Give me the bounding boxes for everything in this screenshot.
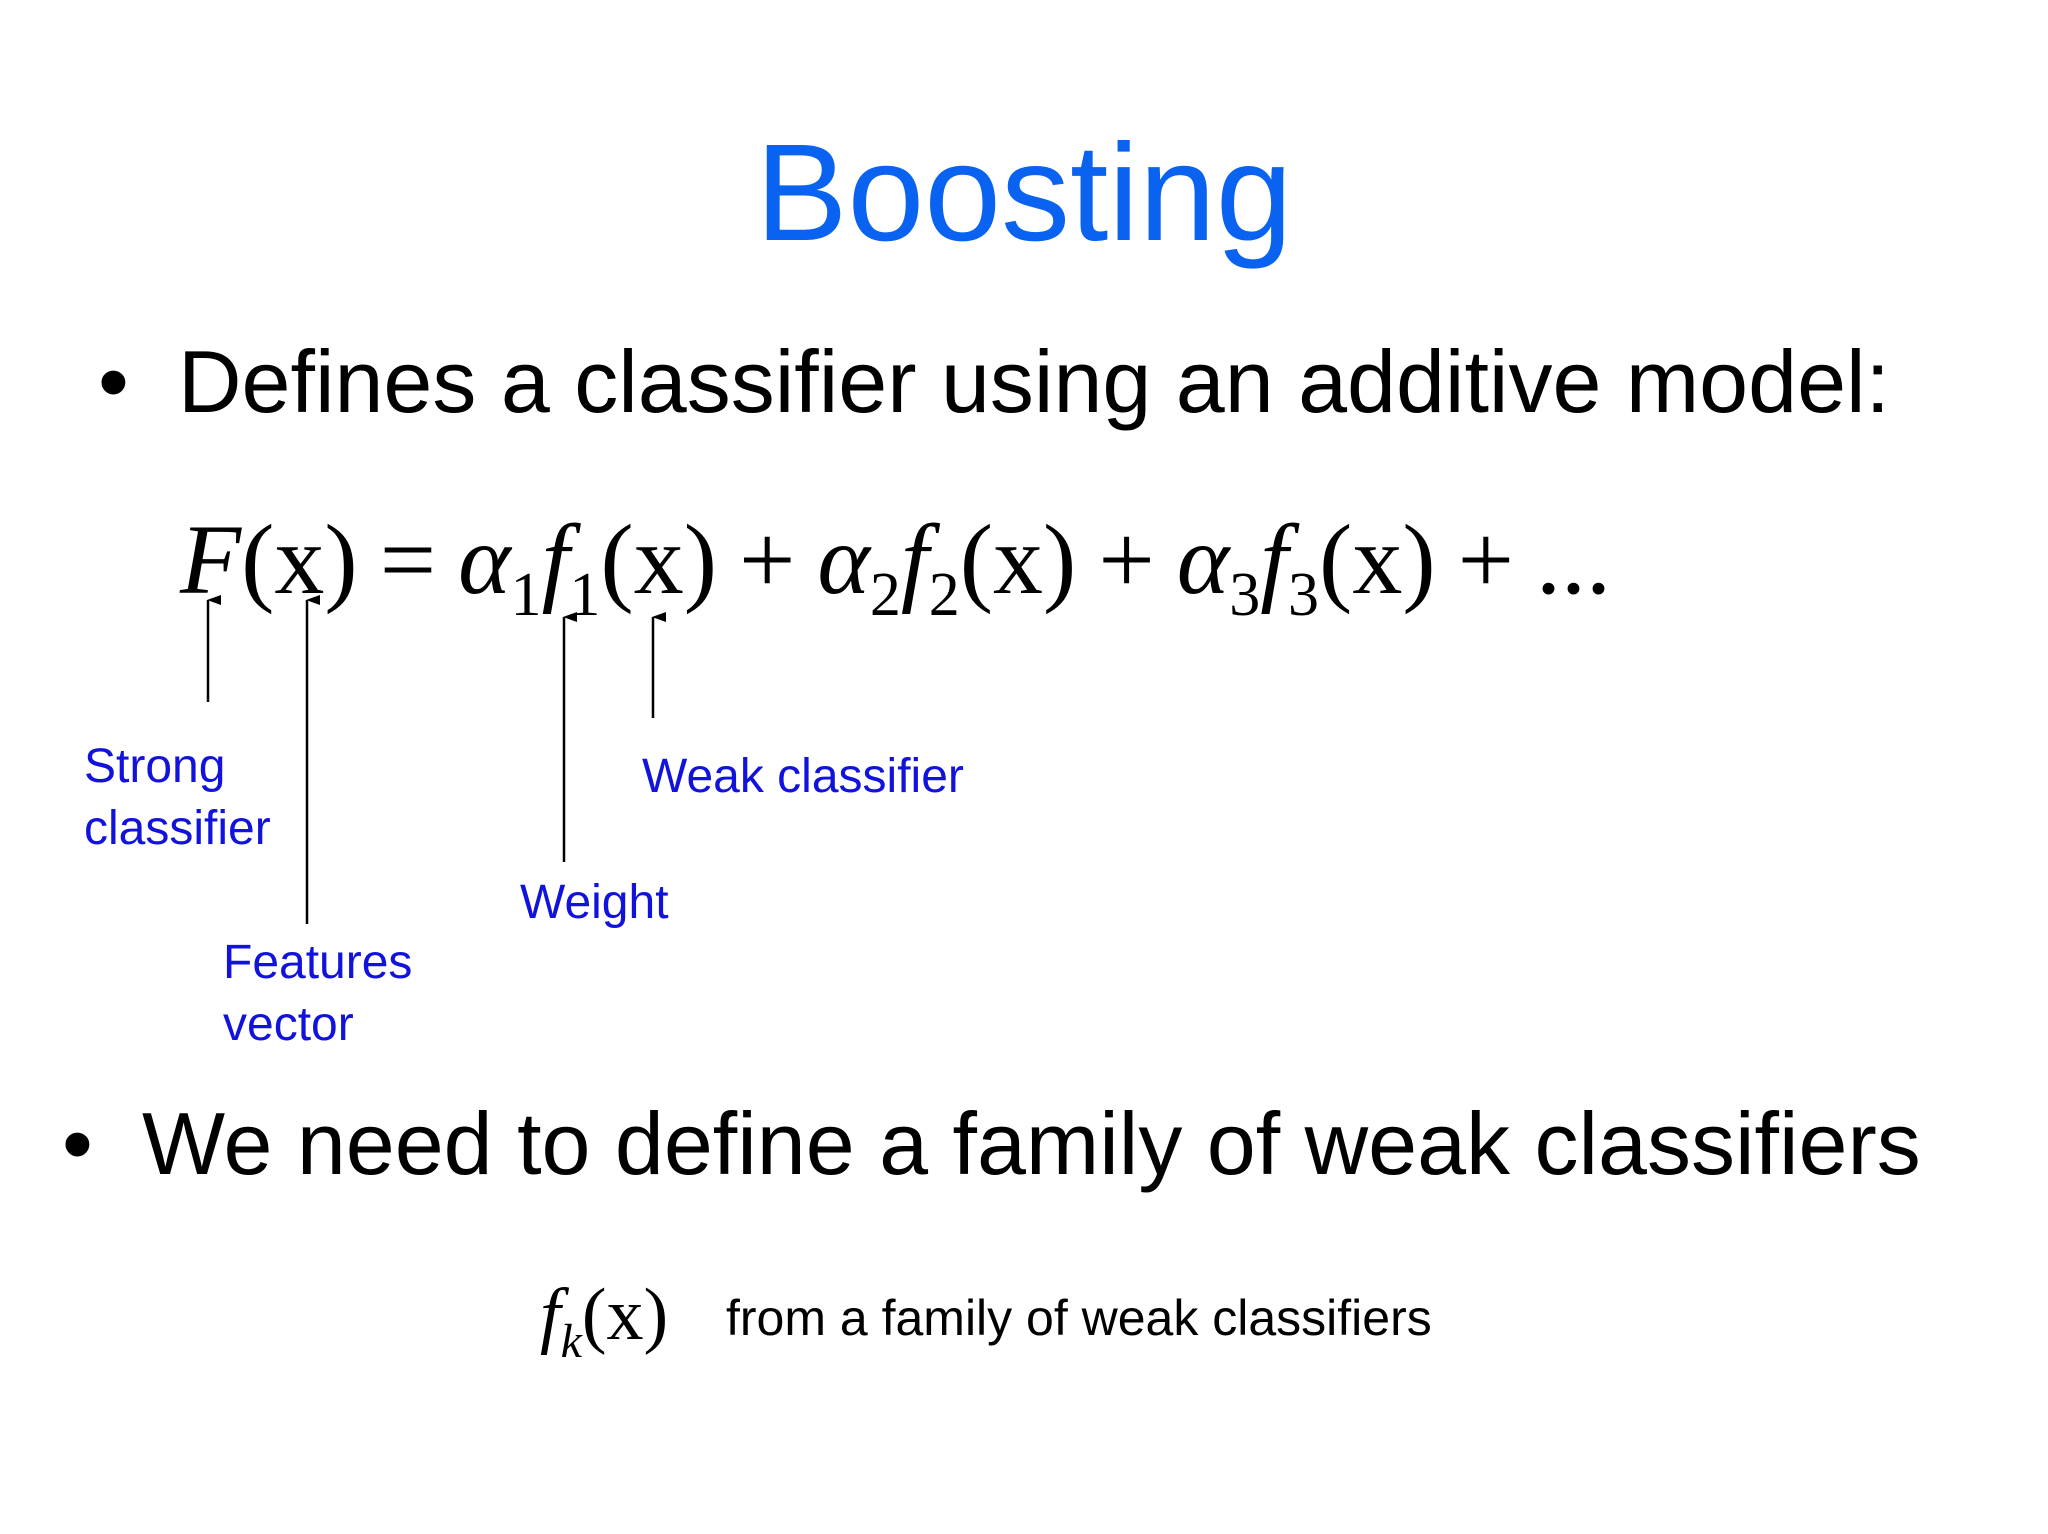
eq-ellipsis: ... — [1536, 504, 1612, 615]
bullet-text: Defines a classifier using an additive m… — [178, 332, 1891, 431]
fk-f: f — [540, 1274, 561, 1356]
bullet-marker: • — [98, 332, 129, 431]
eq-alpha-1: α — [458, 504, 511, 615]
eq-f-3: f — [1260, 504, 1289, 615]
slide-title: Boosting — [755, 116, 1293, 270]
eq-arg-1: (x) — [600, 504, 718, 615]
eq-lhs-arg: (x) — [241, 504, 358, 615]
eq-alpha-2-index: 2 — [869, 561, 901, 629]
eq-alpha-1-index: 1 — [510, 561, 542, 629]
eq-alpha-2: α — [817, 504, 870, 615]
label-features-vector: Features vector — [223, 936, 413, 1051]
eq-equals: = — [379, 504, 437, 615]
eq-arg-3: (x) — [1319, 504, 1436, 615]
eq-f-1: f — [541, 504, 570, 615]
bullet-marker: • — [62, 1094, 93, 1193]
eq-arg-2: (x) — [959, 504, 1077, 615]
fk-index: k — [560, 1315, 582, 1368]
eq-plus-1: + — [739, 504, 796, 615]
label-weight: Weight — [520, 876, 669, 929]
additive-model-equation: F(x)=α1f1(x)+α2f2(x)+α3f3(x)+... — [180, 500, 1612, 626]
bullet-weak-family: • We need to define a family of weak clas… — [62, 1094, 1921, 1194]
family-formula: fk(x) — [540, 1270, 669, 1366]
eq-plus-2: + — [1098, 504, 1155, 615]
eq-alpha-3: α — [1176, 504, 1230, 615]
eq-f-2: f — [900, 504, 929, 615]
eq-plus-3: + — [1457, 504, 1515, 615]
eq-alpha-3-index: 3 — [1229, 561, 1261, 629]
family-description: from a family of weak classifiers — [726, 1290, 1432, 1346]
fk-arg: (x) — [581, 1274, 669, 1356]
label-weak-classifier: Weak classifier — [642, 750, 964, 803]
label-strong-classifier: Strong classifier — [84, 740, 271, 855]
bullet-additive-model: • Defines a classifier using an additive … — [98, 332, 1890, 432]
bullet-text: We need to define a family of weak class… — [142, 1094, 1921, 1193]
eq-f-3-index: 3 — [1288, 561, 1320, 629]
eq-f-2-index: 2 — [928, 561, 960, 629]
